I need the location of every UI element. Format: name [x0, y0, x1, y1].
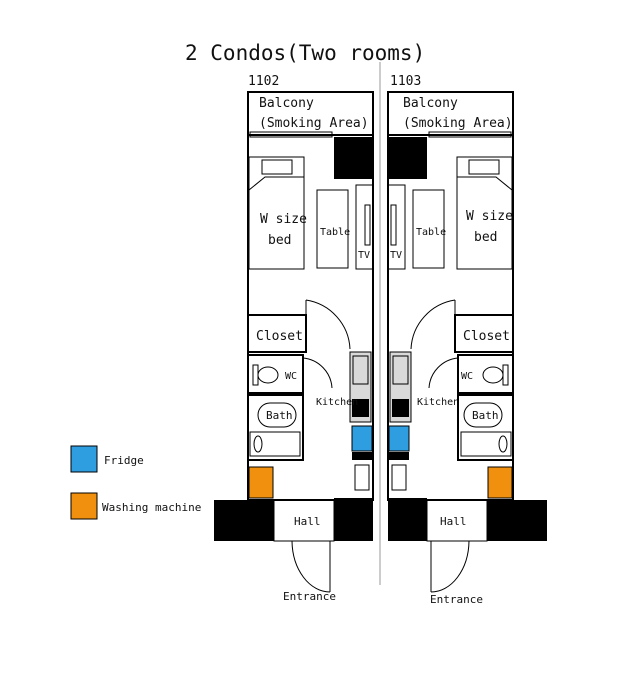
bath [247, 394, 304, 461]
washing-machine [487, 466, 513, 499]
tv-screen [364, 204, 371, 246]
entrance-wall-right [334, 498, 373, 541]
unit-number: 1102 [248, 74, 279, 89]
unit-number: 1103 [390, 74, 421, 89]
entrance-wall-left [214, 500, 274, 541]
pillar [388, 137, 427, 179]
bed [456, 156, 513, 270]
tv-stand [387, 184, 406, 270]
toilet-tank [502, 364, 509, 386]
entrance-wall-left [388, 498, 427, 541]
cooktop [392, 399, 409, 417]
bed-label-line2: bed [268, 233, 291, 248]
balcony-sub-label: (Smoking Area) [403, 116, 513, 131]
hall [426, 499, 488, 542]
bed [248, 156, 305, 270]
tv-screen [390, 204, 397, 246]
bathtub [463, 402, 503, 428]
entrance-wall-right [487, 500, 547, 541]
washing-machine [248, 466, 274, 499]
toilet-bowl [257, 366, 279, 384]
table-label: Table [320, 227, 350, 238]
bathtub [257, 402, 297, 428]
entrance-label: Entrance [283, 590, 336, 603]
kitchen-sink [352, 355, 369, 385]
entrance-label: Entrance [430, 593, 483, 606]
unit-1102: 1102 Balcony (Smoking Area) W size bed T… [214, 74, 374, 603]
legend-label-washing-machine: Washing machine [102, 501, 201, 514]
fridge-base [352, 452, 372, 460]
counter-appliance [354, 464, 370, 491]
legend-label-fridge: Fridge [104, 454, 144, 467]
kitchen-label: Kitchen [417, 397, 459, 408]
balcony-label: Balcony [403, 96, 458, 111]
bath-label: Bath [266, 409, 293, 422]
table [412, 189, 445, 269]
washbasin [498, 435, 508, 453]
wc-label: WC [461, 371, 473, 382]
balcony-label: Balcony [259, 96, 314, 111]
legend: Fridge Washing machine [70, 445, 201, 520]
entrance-door-swing [430, 540, 470, 593]
bath-label: Bath [472, 409, 499, 422]
unit-1103: 1103 Balcony (Smoking Area) W size bed T… [387, 74, 547, 606]
tv-label: TV [358, 250, 370, 261]
bed-pillow [468, 159, 500, 175]
cooktop [352, 399, 369, 417]
fridge [351, 425, 373, 452]
room-door-swing [305, 299, 351, 350]
wc [247, 354, 304, 394]
wc-label: WC [285, 371, 297, 382]
balcony-sub-label: (Smoking Area) [259, 116, 369, 131]
bed-label-line1: W size [466, 209, 513, 224]
bed-cover-line [248, 176, 304, 191]
fridge [388, 425, 410, 452]
washbasin-counter [460, 431, 512, 457]
toilet-tank [252, 364, 259, 386]
bed-label-line2: bed [474, 230, 497, 245]
wc [457, 354, 514, 394]
tv-label: TV [390, 250, 402, 261]
closet-label: Closet [463, 329, 510, 344]
legend-swatch-fridge [70, 445, 98, 473]
hall [273, 499, 335, 542]
pillar [334, 137, 373, 179]
toilet-bowl [482, 366, 504, 384]
legend-swatch-washing-machine [70, 492, 98, 520]
kitchen-label: Kitchen [316, 397, 358, 408]
bed-pillow [261, 159, 293, 175]
bath [457, 394, 514, 461]
bed-cover-line [457, 176, 513, 191]
hall-label: Hall [294, 515, 321, 528]
entrance-door-swing [291, 540, 331, 593]
table [316, 189, 349, 269]
wc-door-swing [428, 357, 459, 389]
wc-door-swing [302, 357, 333, 389]
fridge-base [389, 452, 409, 460]
plan-title: 2 Condos(Two rooms) [185, 41, 425, 65]
room-door-swing [410, 299, 456, 350]
counter-appliance [391, 464, 407, 491]
washbasin-counter [249, 431, 301, 457]
kitchen-sink [392, 355, 409, 385]
hall-label: Hall [440, 515, 467, 528]
table-label: Table [416, 227, 446, 238]
washbasin [253, 435, 263, 453]
bed-label-line1: W size [260, 212, 307, 227]
closet-label: Closet [256, 329, 303, 344]
tv-stand [355, 184, 374, 270]
